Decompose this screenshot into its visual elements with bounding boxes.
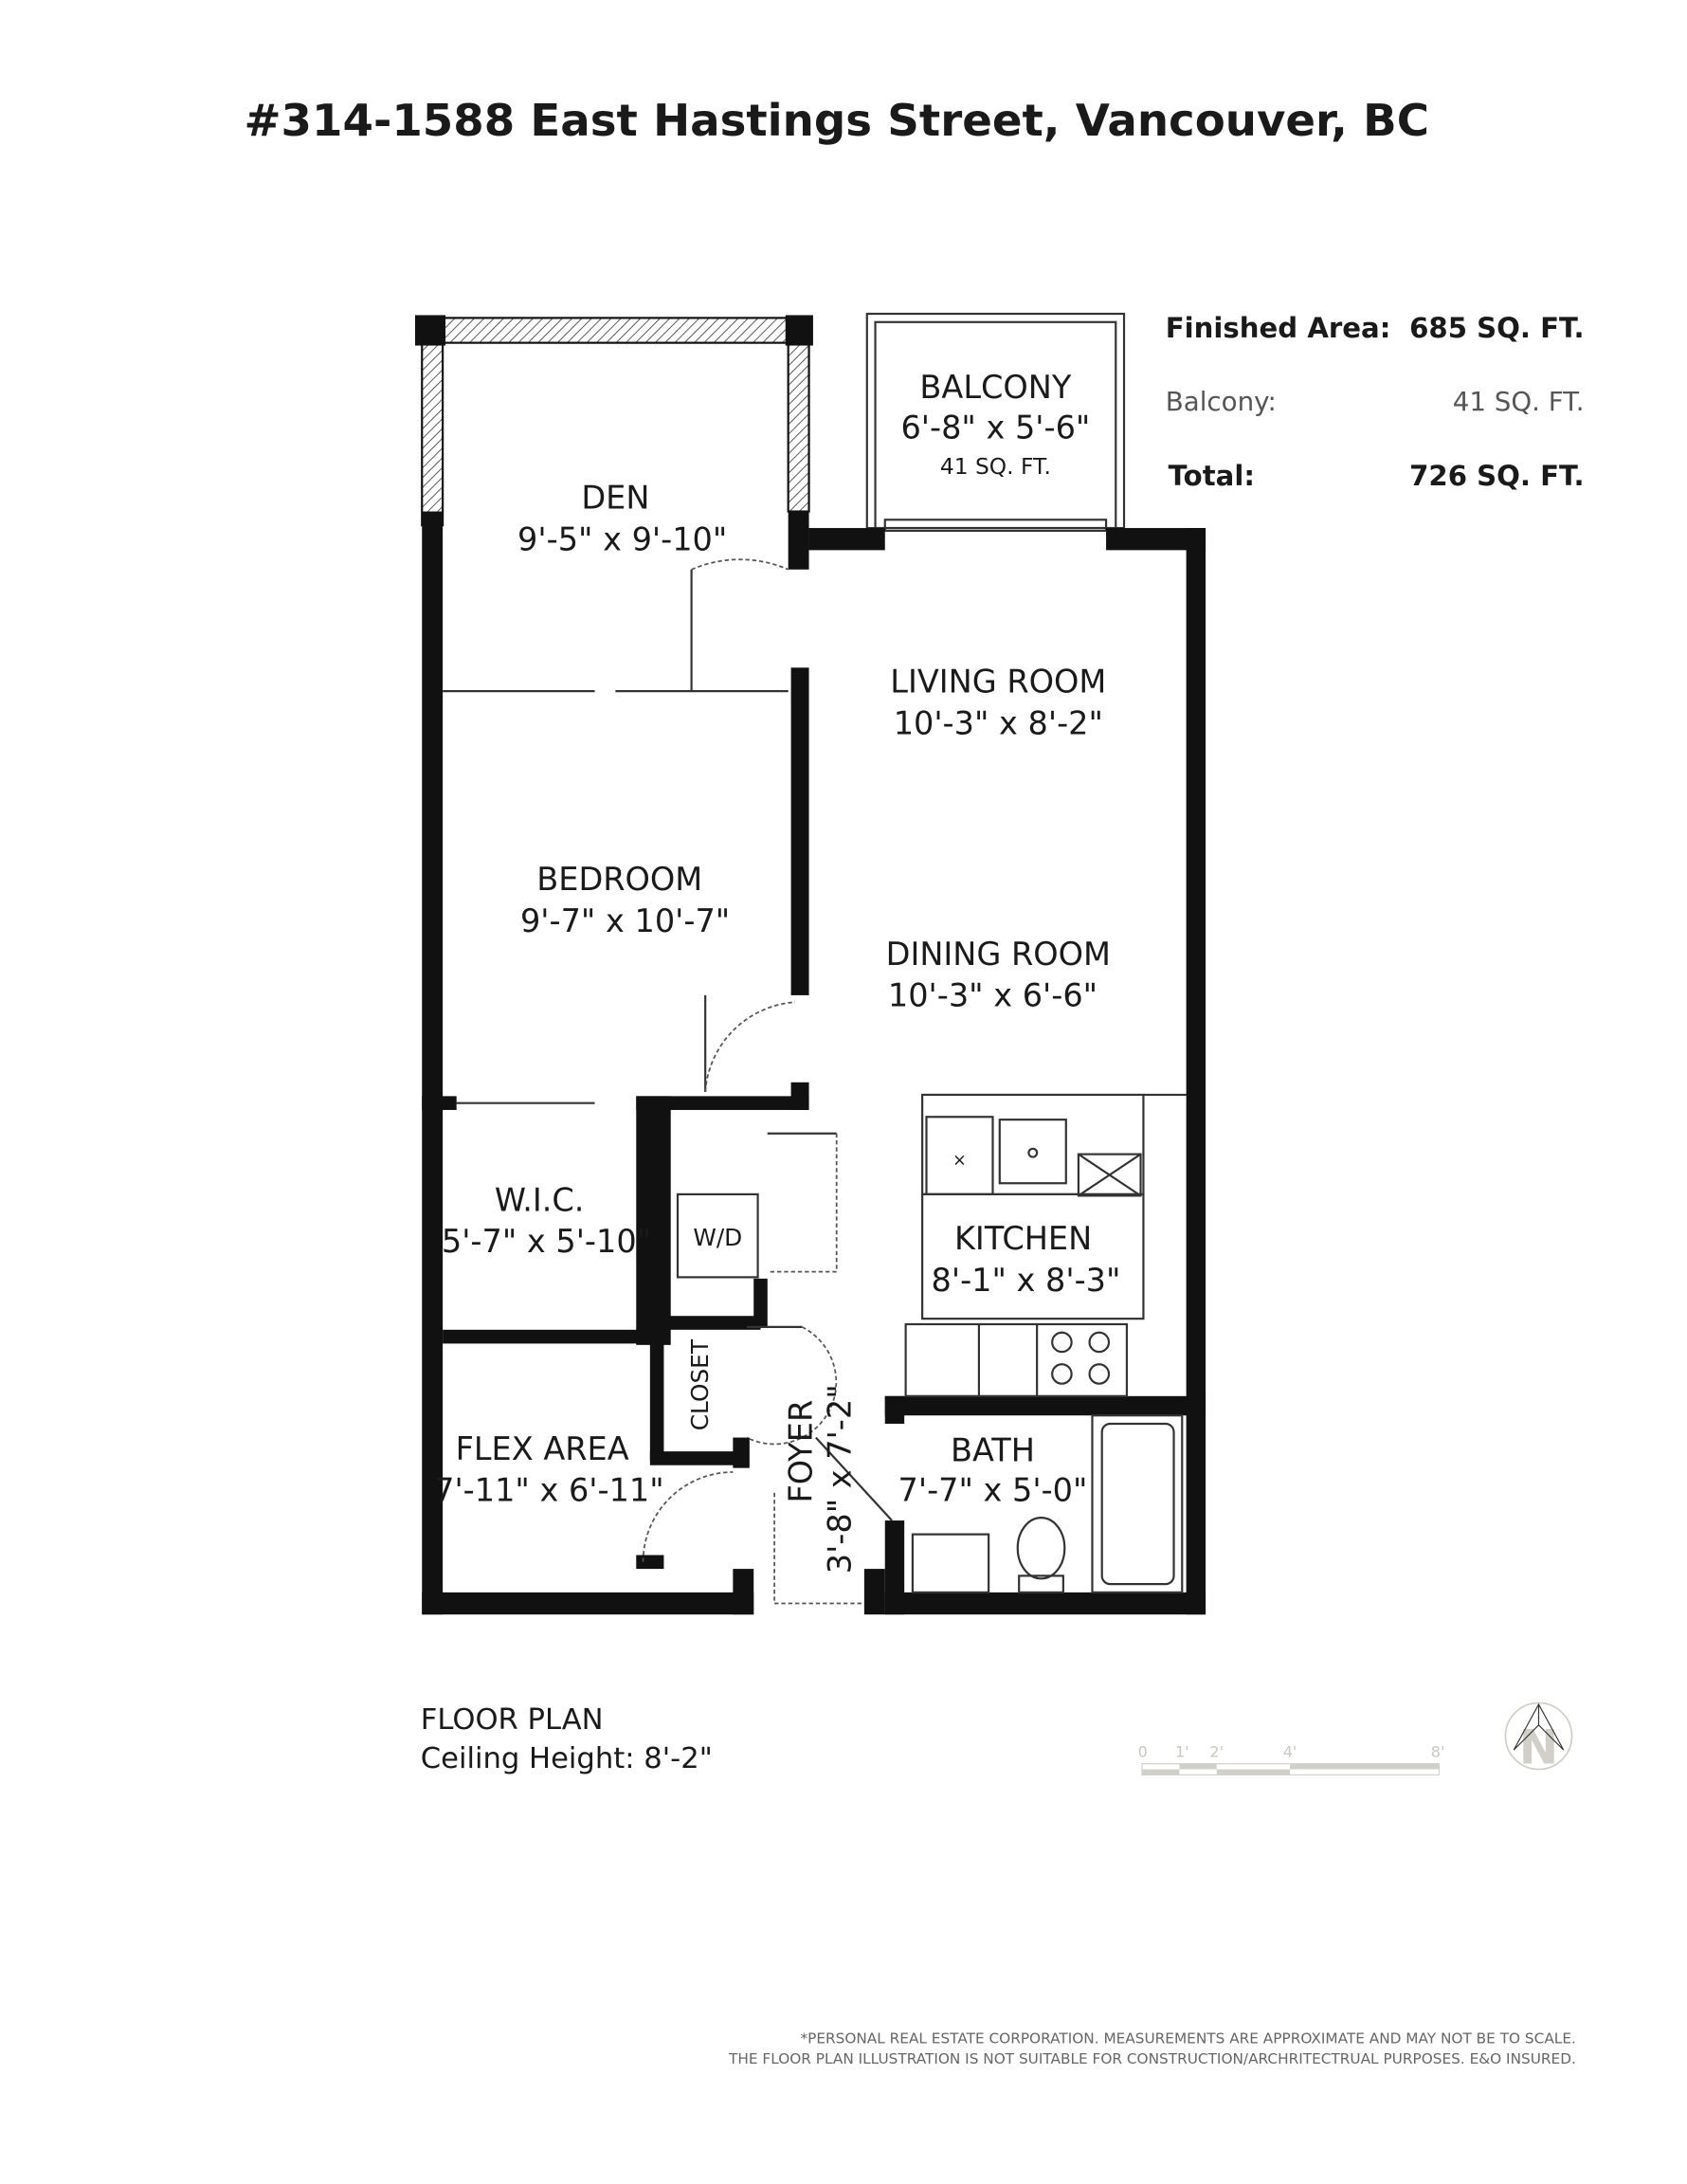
toilet: [1016, 1517, 1066, 1580]
bath-vanity: [911, 1533, 990, 1593]
washer-dryer: [676, 1192, 759, 1279]
wic-dims: 5'-7" x 5'-10": [442, 1223, 651, 1260]
fixtures: W/D ×: [676, 1093, 1187, 1593]
dining-name: DINING ROOM: [886, 936, 1111, 973]
finished-area-value: 685 SQ. FT.: [1409, 312, 1584, 344]
walls: [422, 511, 1206, 1615]
scale-tick: 0: [1138, 1742, 1148, 1760]
finished-area-label: Finished Area:: [1166, 312, 1391, 344]
scale-tick: 8': [1431, 1742, 1445, 1760]
disclaimer-line-2: THE FLOOR PLAN ILLUSTRATION IS NOT SUITA…: [728, 2050, 1576, 2067]
flex-name: FLEX AREA: [456, 1430, 629, 1467]
foyer-name: FOYER: [782, 1400, 819, 1503]
scale-tick: 2': [1209, 1742, 1224, 1760]
kitchen-dims: 8'-1" x 8'-3": [932, 1262, 1121, 1299]
closet-name: CLOSET: [686, 1338, 714, 1430]
area-summary: Finished Area: 685 SQ. FT. Balcony: 41 S…: [1166, 312, 1585, 492]
scale-bar: 0 1' 2' 4' 8': [1138, 1742, 1445, 1775]
wic-name: W.I.C.: [495, 1181, 585, 1218]
kitchen-island: [921, 1192, 1145, 1320]
balcony-sliding-door: [883, 519, 1108, 533]
bathtub: [1091, 1414, 1184, 1593]
kitchen-counter: [921, 1093, 1145, 1196]
svg-text:×: ×: [952, 1151, 967, 1170]
balcony-name: BALCONY: [919, 369, 1071, 406]
den-window-top: [421, 317, 810, 344]
bath-dims: 7'-7" x 5'-0": [898, 1472, 1088, 1509]
floor-plan-label: FLOOR PLAN: [421, 1703, 604, 1737]
north-compass-icon: N: [1504, 1702, 1573, 1775]
den-window-right: [787, 341, 810, 513]
foyer-dims: 3'-8" x 7'-2": [821, 1384, 858, 1574]
kitchen-name: KITCHEN: [954, 1220, 1092, 1257]
scale-tick: 1': [1175, 1742, 1189, 1760]
doors: [443, 558, 893, 1605]
bath-name: BATH: [951, 1431, 1035, 1468]
den-window-left: [421, 341, 444, 527]
living-dims: 10'-3" x 8'-2": [894, 704, 1103, 741]
bedroom-dims: 9'-7" x 10'-7": [520, 902, 730, 939]
stove-icon: [1051, 1331, 1111, 1385]
total-area-value: 726 SQ. FT.: [1409, 460, 1584, 492]
wd-label: W/D: [693, 1224, 742, 1251]
total-area-label: Total:: [1169, 460, 1255, 492]
disclaimer-line-1: *PERSONAL REAL ESTATE CORPORATION. MEASU…: [800, 2029, 1575, 2047]
balcony-sqft: 41 SQ. FT.: [940, 453, 1051, 480]
page-title: #314-1588 East Hastings Street, Vancouve…: [244, 96, 1428, 147]
dining-dims: 10'-3" x 6'-6": [888, 977, 1097, 1014]
flex-dims: 7'-11" x 6'-11": [434, 1472, 664, 1509]
kitchen-sink: [998, 1119, 1067, 1185]
den-name: DEN: [581, 480, 649, 517]
den-dims: 9'-5" x 9'-10": [517, 520, 727, 557]
living-name: LIVING ROOM: [890, 664, 1106, 701]
balcony-area-label: Balcony:: [1166, 386, 1277, 417]
balcony-dims: 6'-8" x 5'-6": [900, 409, 1090, 446]
scale-tick: 4': [1283, 1742, 1297, 1760]
room-labels: BALCONY 6'-8" x 5'-6" 41 SQ. FT. DEN 9'-…: [434, 369, 1120, 1574]
bedroom-name: BEDROOM: [536, 861, 702, 898]
balcony-area-value: 41 SQ. FT.: [1453, 386, 1585, 417]
ceiling-height: Ceiling Height: 8'-2": [421, 1742, 713, 1775]
